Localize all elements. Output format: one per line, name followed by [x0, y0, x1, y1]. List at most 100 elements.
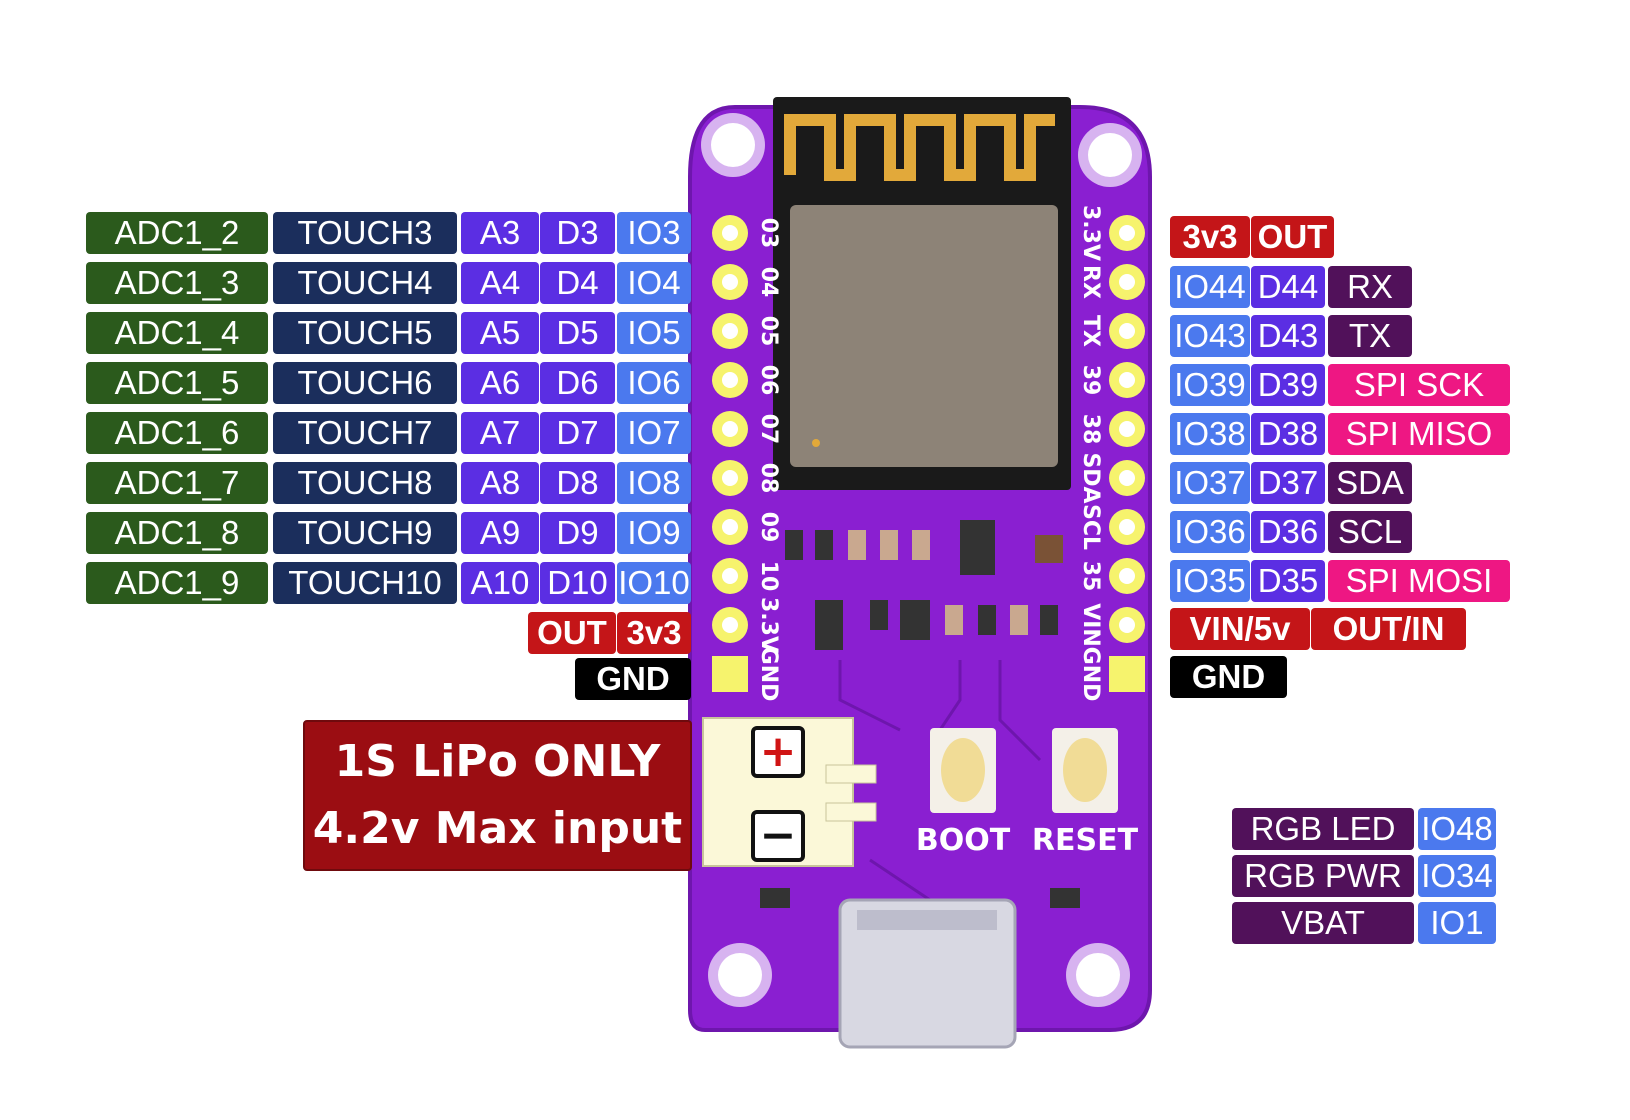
- io-label: IO39: [1170, 364, 1250, 406]
- io-label: IO35: [1170, 560, 1250, 602]
- adc-label: ADC1_2: [86, 212, 268, 254]
- pcb-traces: [838, 660, 1042, 902]
- digital-label: D3: [540, 212, 615, 254]
- io-label: IO36: [1170, 511, 1250, 553]
- pin-hole: [722, 421, 738, 437]
- io-label: IO9: [617, 512, 691, 554]
- pin-hole: [722, 568, 738, 584]
- extra-pin-name: RGB PWR: [1232, 855, 1414, 897]
- right-outin-label: OUT/IN: [1311, 608, 1466, 650]
- pin-hole: [1119, 568, 1135, 584]
- analog-label: A9: [461, 512, 539, 554]
- silk-label: TX: [1078, 315, 1103, 347]
- digital-label: D6: [540, 362, 615, 404]
- adc-label: ADC1_8: [86, 512, 268, 554]
- io-label: IO37: [1170, 462, 1250, 504]
- io-label: IO4: [617, 262, 691, 304]
- mounting-holes: [701, 113, 1142, 1007]
- pin-hole: [1119, 372, 1135, 388]
- touch-label: TOUCH9: [273, 512, 457, 554]
- pin-hole: [722, 519, 738, 535]
- function-label: RX: [1328, 266, 1412, 308]
- function-label: SPI SCK: [1328, 364, 1510, 406]
- silk-label: 06: [756, 365, 781, 396]
- touch-label: TOUCH10: [273, 562, 457, 604]
- digital-label: D39: [1251, 364, 1325, 406]
- silk-label: 39: [1078, 365, 1103, 396]
- right-vin-label: VIN/5v: [1170, 608, 1310, 650]
- pin-hole: [722, 372, 738, 388]
- pin-hole: [1119, 470, 1135, 486]
- smd-components: [760, 520, 1080, 908]
- pin-pads-left: [712, 215, 748, 692]
- io-label: IO44: [1170, 266, 1250, 308]
- adc-label: ADC1_4: [86, 312, 268, 354]
- silk-label: 3.3V: [756, 597, 781, 653]
- io-label: IO43: [1170, 315, 1250, 357]
- silk-label: 35: [1078, 561, 1103, 592]
- extra-pin-io: IO1: [1418, 902, 1496, 944]
- pin-hole: [1119, 519, 1135, 535]
- analog-label: A7: [461, 412, 539, 454]
- silk-label: 05: [756, 316, 781, 347]
- silk-label: 10: [756, 561, 781, 592]
- touch-label: TOUCH6: [273, 362, 457, 404]
- io-label: IO7: [617, 412, 691, 454]
- function-label: SCL: [1328, 511, 1412, 553]
- function-label: SPI MISO: [1328, 413, 1510, 455]
- digital-label: D8: [540, 462, 615, 504]
- battery-connector: [702, 717, 877, 867]
- pin-hole: [722, 470, 738, 486]
- silk-label: RX: [1078, 265, 1103, 299]
- touch-label: TOUCH7: [273, 412, 457, 454]
- function-label: SDA: [1328, 462, 1412, 504]
- boot-silk: BOOT: [916, 823, 1011, 858]
- silk-label: 04: [756, 267, 781, 298]
- analog-label: A6: [461, 362, 539, 404]
- silk-label: GND: [1078, 647, 1103, 702]
- gnd-pad: [712, 656, 748, 692]
- silk-label: 09: [756, 512, 781, 543]
- silk-label: SDA: [1078, 452, 1103, 503]
- io-label: IO10: [617, 562, 691, 604]
- function-label: TX: [1328, 315, 1412, 357]
- digital-label: D38: [1251, 413, 1325, 455]
- function-label: SPI MOSI: [1328, 560, 1510, 602]
- pin-hole: [1119, 225, 1135, 241]
- right-out-label: OUT: [1251, 216, 1334, 258]
- warning-line-1: 1S LiPo ONLY: [334, 736, 661, 787]
- minus-symbol: −: [760, 810, 797, 861]
- analog-label: A5: [461, 312, 539, 354]
- pin-hole: [722, 274, 738, 290]
- digital-label: D44: [1251, 266, 1325, 308]
- touch-label: TOUCH3: [273, 212, 457, 254]
- pin-hole: [722, 617, 738, 633]
- extra-pin-name: VBAT: [1232, 902, 1414, 944]
- adc-label: ADC1_3: [86, 262, 268, 304]
- analog-label: A4: [461, 262, 539, 304]
- silk-label: 08: [756, 463, 781, 494]
- warning-line-2: 4.2v Max input: [312, 803, 683, 854]
- plus-symbol: +: [760, 726, 797, 777]
- antenna-trace: [784, 114, 1055, 181]
- adc-label: ADC1_9: [86, 562, 268, 604]
- silk-label: 03: [756, 218, 781, 249]
- silk-label: GND: [756, 647, 781, 702]
- io-label: IO3: [617, 212, 691, 254]
- digital-label: D37: [1251, 462, 1325, 504]
- adc-label: ADC1_6: [86, 412, 268, 454]
- io-label: IO5: [617, 312, 691, 354]
- adc-label: ADC1_5: [86, 362, 268, 404]
- usb-c-port: [838, 898, 1017, 1049]
- analog-label: A10: [461, 562, 539, 604]
- touch-label: TOUCH5: [273, 312, 457, 354]
- touch-label: TOUCH4: [273, 262, 457, 304]
- adc-label: ADC1_7: [86, 462, 268, 504]
- pin-hole: [1119, 274, 1135, 290]
- silk-label: 38: [1078, 414, 1103, 445]
- extra-pin-io: IO48: [1418, 808, 1496, 850]
- battery-warning: 1S LiPo ONLY 4.2v Max input: [303, 720, 692, 871]
- pin-hole: [722, 323, 738, 339]
- digital-label: D43: [1251, 315, 1325, 357]
